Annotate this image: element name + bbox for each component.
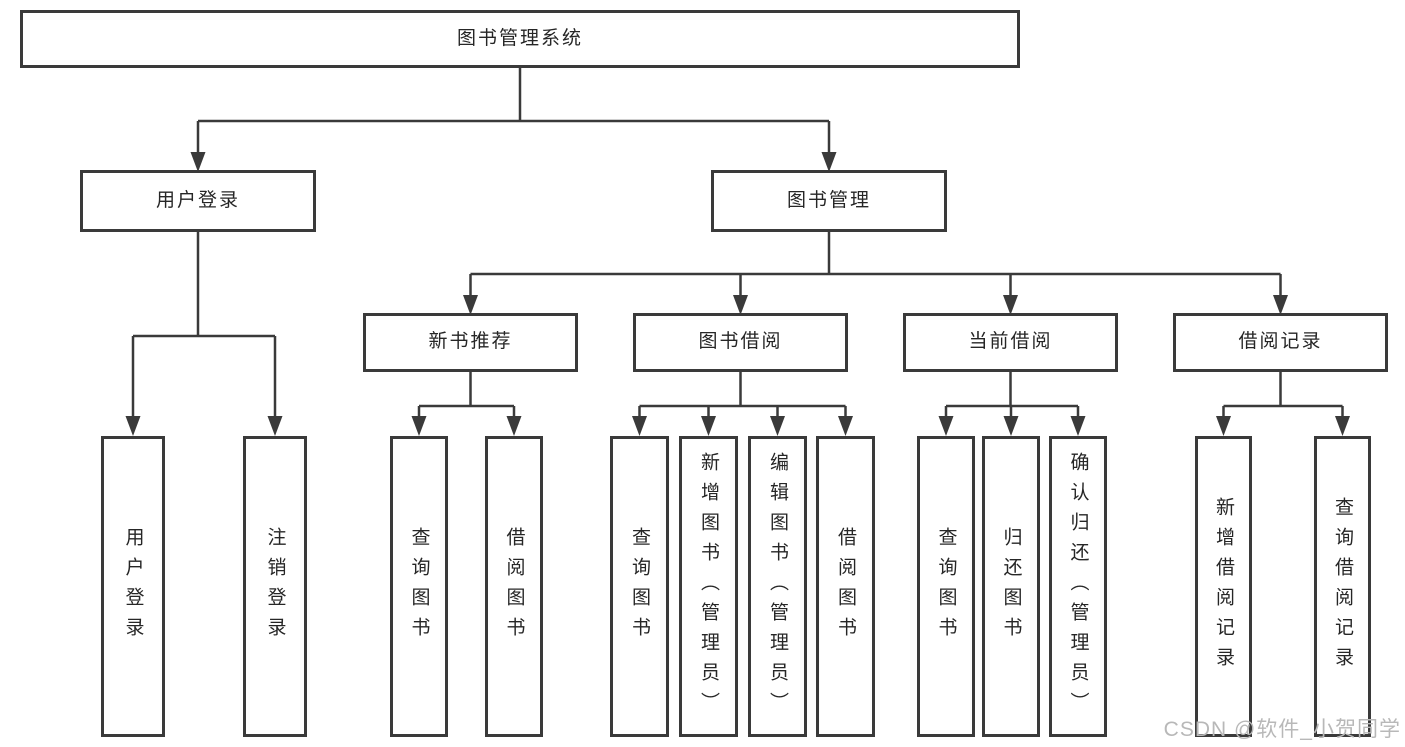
arrow-down-icon bbox=[632, 416, 647, 436]
arrow-down-icon bbox=[821, 152, 837, 172]
arrow-down-icon bbox=[506, 416, 522, 436]
node-leaf-edit-book-admin: 编辑图书（管理员） bbox=[748, 436, 807, 737]
tree-edges bbox=[131, 68, 1344, 418]
node-user-login: 用户登录 bbox=[80, 170, 316, 232]
node-current-borrow: 当前借阅 bbox=[903, 313, 1118, 372]
node-leaf-query-books-3: 查询图书 bbox=[917, 436, 975, 737]
node-leaf-user-login: 用户登录 bbox=[101, 436, 165, 737]
node-leaf-confirm-return-admin: 确认归还（管理员） bbox=[1049, 436, 1107, 737]
node-leaf-query-books-2: 查询图书 bbox=[610, 436, 669, 737]
arrow-down-icon bbox=[938, 416, 954, 436]
arrow-down-icon bbox=[463, 295, 478, 315]
node-borrow-records: 借阅记录 bbox=[1173, 313, 1388, 372]
node-leaf-logout: 注销登录 bbox=[243, 436, 307, 737]
arrow-down-icon bbox=[1273, 295, 1288, 315]
arrow-down-icon bbox=[190, 152, 206, 172]
arrow-down-icon bbox=[1003, 295, 1018, 315]
arrow-down-icon bbox=[411, 416, 427, 436]
node-book-management: 图书管理 bbox=[711, 170, 947, 232]
node-leaf-borrow-books-1: 借阅图书 bbox=[485, 436, 543, 737]
node-leaf-query-books-1: 查询图书 bbox=[390, 436, 448, 737]
node-leaf-add-book-admin: 新增图书（管理员） bbox=[679, 436, 738, 737]
arrow-down-icon bbox=[1070, 416, 1086, 436]
arrow-down-icon bbox=[267, 416, 283, 436]
arrow-down-icon bbox=[1216, 416, 1231, 436]
node-leaf-add-borrow-record: 新增借阅记录 bbox=[1195, 436, 1252, 737]
arrow-down-icon bbox=[770, 416, 785, 436]
node-new-book-recommend: 新书推荐 bbox=[363, 313, 578, 372]
arrow-down-icon bbox=[733, 295, 748, 315]
arrow-down-icon bbox=[1335, 416, 1350, 436]
node-leaf-query-borrow-record: 查询借阅记录 bbox=[1314, 436, 1371, 737]
node-leaf-return-book: 归还图书 bbox=[982, 436, 1040, 737]
arrow-down-icon bbox=[838, 416, 853, 436]
node-leaf-borrow-books-2: 借阅图书 bbox=[816, 436, 875, 737]
node-root: 图书管理系统 bbox=[20, 10, 1020, 68]
node-book-borrow: 图书借阅 bbox=[633, 313, 848, 372]
arrow-down-icon bbox=[1003, 416, 1019, 436]
arrow-down-icon bbox=[125, 416, 141, 436]
arrowheads bbox=[125, 152, 1350, 436]
arrow-down-icon bbox=[701, 416, 716, 436]
